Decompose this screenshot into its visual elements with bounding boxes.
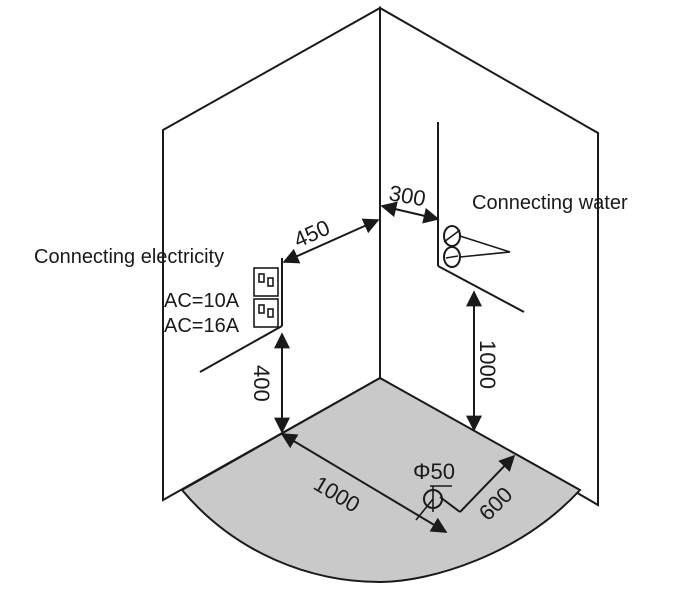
- water-valve-icon: [443, 225, 511, 268]
- ac-10a-label: AC=10A: [164, 290, 240, 312]
- dimension-1000-wall-label: 1000: [475, 340, 500, 389]
- connecting-water-label: Connecting water: [472, 192, 628, 214]
- ac-16a-label: AC=16A: [164, 315, 240, 337]
- socket-10a-icon: [253, 267, 279, 297]
- right-wall: [379, 6, 599, 507]
- water-baseline: [437, 265, 525, 313]
- drain-offset-line: [439, 496, 461, 513]
- drain-icon: [415, 485, 452, 521]
- dimension-400-label: 400: [249, 365, 274, 402]
- dimension-arrow-300: [380, 201, 440, 224]
- drain-diameter-label: Φ50: [413, 459, 455, 484]
- socket-16a-icon: [253, 298, 279, 328]
- dimension-arrow-450: [282, 218, 380, 264]
- dimension-arrow-600: [459, 454, 516, 513]
- connecting-electricity-label: Connecting electricity: [34, 246, 224, 268]
- electricity-baseline: [199, 325, 283, 373]
